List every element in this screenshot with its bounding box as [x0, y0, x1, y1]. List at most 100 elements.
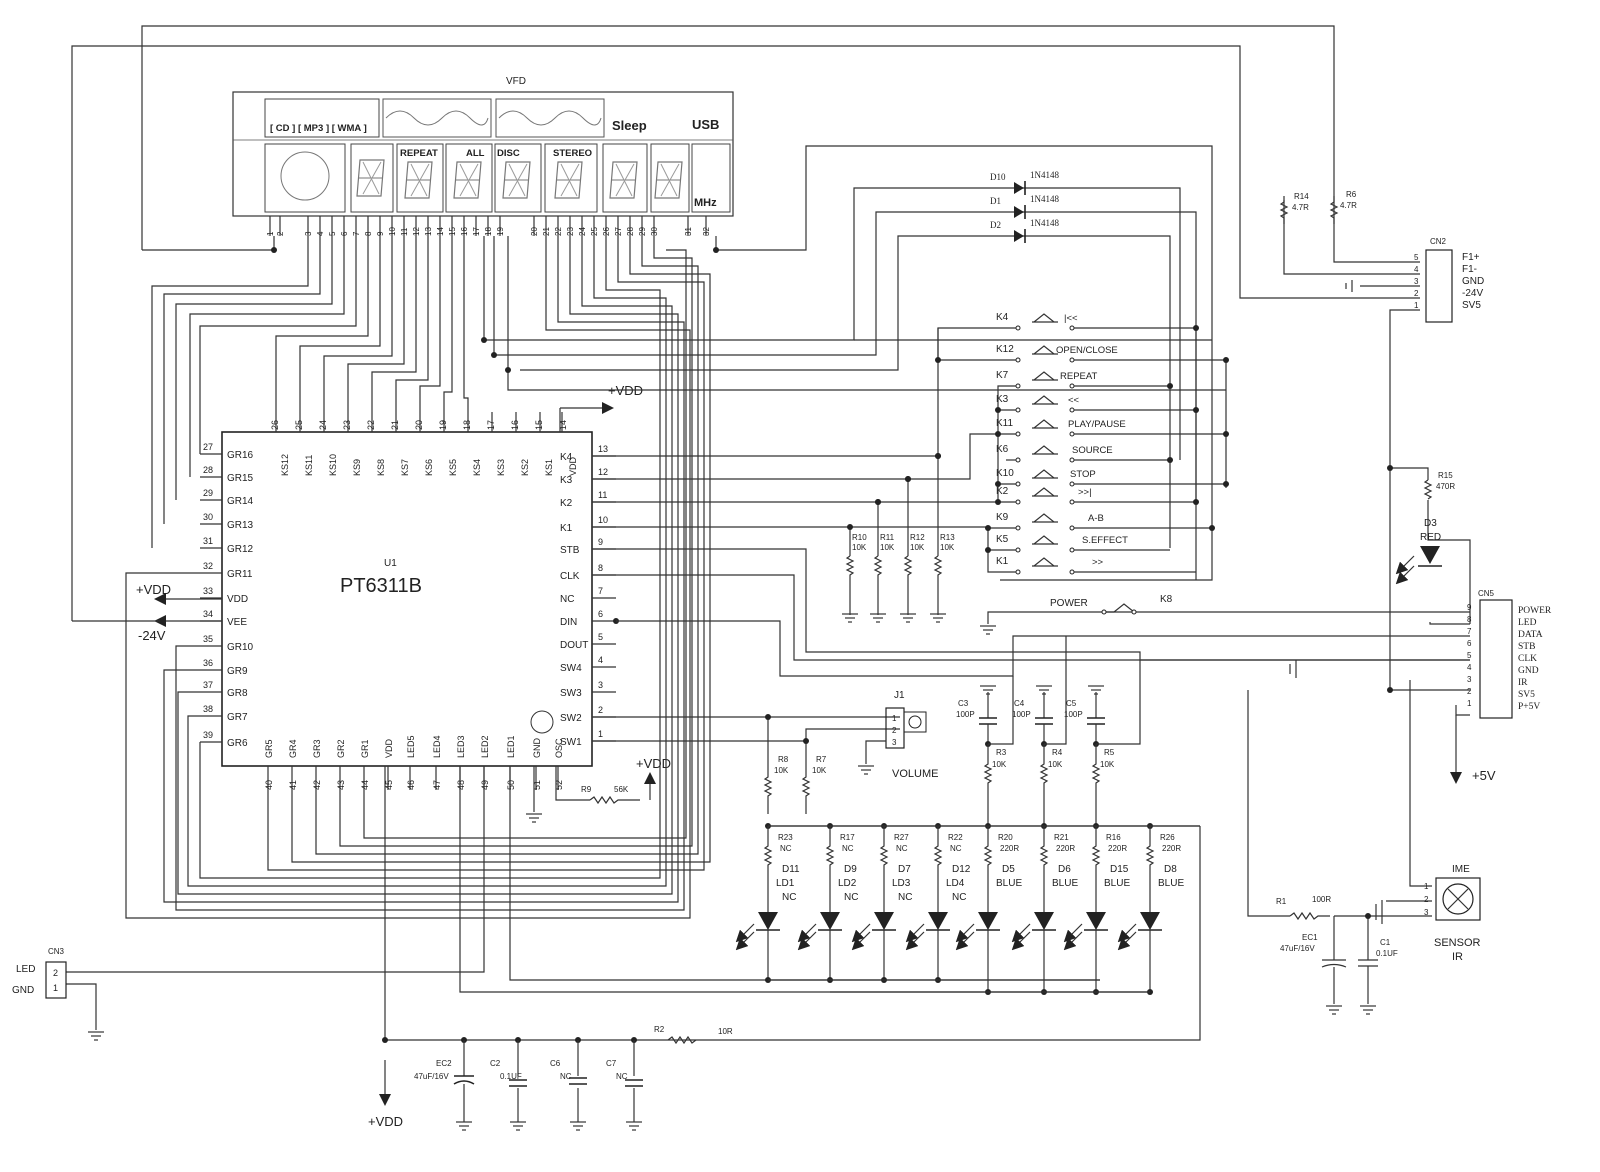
vfd-pin-number: 6	[340, 231, 349, 236]
led-name: BLUE	[1158, 878, 1184, 889]
key-label: SOURCE	[1072, 445, 1113, 456]
vfd-digit-icon	[654, 161, 683, 199]
cn5-pin-number: 5	[1467, 651, 1472, 660]
cap-ref: C6	[550, 1059, 561, 1068]
vfd-pin-number: 1	[266, 231, 275, 236]
vfd-pin-number: 5	[328, 231, 337, 236]
cn5-ref: CN5	[1478, 589, 1495, 598]
r2-resistor: R2 10R	[654, 1025, 733, 1045]
vfd-pin-number: 19	[496, 227, 505, 236]
power-key: POWER K8	[987, 594, 1173, 624]
resistor-value: 220R	[1056, 844, 1075, 853]
cap-c2: C20.1UF	[490, 1037, 527, 1131]
vfd-pin-number: 9	[376, 231, 385, 236]
vfd-pin-number: 7	[352, 231, 361, 236]
ic-pin-number: 42	[312, 780, 322, 790]
ic-pin-name: GR4	[288, 739, 298, 758]
ic-pin-name: DOUT	[560, 640, 588, 651]
ec1-ref: EC1	[1302, 933, 1318, 942]
resistor-ref: R7	[816, 755, 827, 764]
vfd-digit-icon	[453, 161, 482, 199]
ground-icon	[456, 1121, 472, 1131]
led-ref: D8	[1164, 864, 1177, 875]
ground-icon	[570, 1121, 586, 1131]
r14-resistor: R14 4.7R	[1279, 192, 1309, 224]
ic-ref: U1	[384, 558, 397, 569]
vfd-pin-number: 3	[304, 231, 313, 236]
resistor-value: NC	[896, 844, 908, 853]
ic-pin-name: K2	[560, 498, 573, 509]
r2-ref: R2	[654, 1025, 665, 1034]
key-ref: K12	[996, 344, 1014, 355]
vfd-mhz: MHz	[694, 197, 717, 209]
resistor-ref: R16	[1106, 833, 1121, 842]
cn3-connector: CN3 LED GND 2 1	[12, 947, 67, 999]
ic-pin-name: KS12	[280, 454, 290, 476]
resistor-value: 220R	[1000, 844, 1019, 853]
r9-ref: R9	[581, 785, 592, 794]
led-ref: D6	[1058, 864, 1071, 875]
vfd-sleep: Sleep	[612, 118, 647, 133]
ic-pin-number: 32	[203, 561, 213, 571]
cn5-pin-label: POWER	[1518, 606, 1552, 616]
ic-pin-number: 8	[598, 563, 603, 573]
led-ref: D9	[844, 864, 857, 875]
ic-pin-name: GR13	[227, 520, 254, 531]
ic-pin-number: 37	[203, 680, 213, 690]
resistor-ref: R23	[778, 833, 793, 842]
ic-pin-number: 50	[506, 780, 516, 790]
ic-pin-name: VDD	[384, 738, 394, 758]
resistor-value: 10K	[940, 543, 955, 552]
vfd-label-disc: DISC	[497, 148, 520, 159]
cap-value: 100P	[956, 710, 975, 719]
cn5-pin-number: 2	[1467, 687, 1472, 696]
ic-pin-number: 44	[360, 780, 370, 790]
cap-value: 100P	[1012, 710, 1031, 719]
key-ref: K6	[996, 444, 1009, 455]
key-ref: K11	[996, 418, 1013, 429]
cn5-pin-number: 8	[1467, 615, 1472, 624]
ic-pin-name: GR8	[227, 688, 248, 699]
resistor-value: 10K	[1048, 760, 1063, 769]
ic-pin-number: 22	[366, 420, 376, 430]
diode-ref: D2	[990, 220, 1001, 230]
ic-pin-name: GR10	[227, 642, 254, 653]
resistor-ref: R26	[1160, 833, 1175, 842]
ground-icon	[870, 613, 886, 623]
vfd-pin-number: 13	[424, 227, 433, 236]
led-ref: D5	[1002, 864, 1015, 875]
resistor-value: NC	[780, 844, 792, 853]
led-name: BLUE	[1052, 878, 1078, 889]
key-label: |<<	[1064, 313, 1078, 324]
cap-ref: C7	[606, 1059, 617, 1068]
vfd-title: VFD	[506, 76, 526, 87]
cn2-pin-number: 4	[1414, 265, 1419, 274]
vfd-pin-number: 30	[650, 227, 659, 236]
vfd-pin-number: 16	[460, 227, 469, 236]
ground-icon	[510, 1121, 526, 1131]
vfd-grid-bus	[125, 236, 719, 919]
key-label: OPEN/CLOSE	[1056, 345, 1118, 356]
ic-pin-number: 1	[598, 729, 603, 739]
ic-pin-name: KS11	[304, 455, 314, 476]
led-name: LD3	[892, 878, 911, 889]
cn2-pin-number: 3	[1414, 277, 1419, 286]
key-label: A-B	[1088, 513, 1104, 524]
led-name: LD2	[838, 878, 857, 889]
ground-icon	[930, 613, 946, 623]
key-k2: K2>>|	[996, 486, 1092, 505]
ir-sensor: R1 100R 1 2 3 IME SENSOR IR EC1 47uF/16V…	[1276, 864, 1481, 1004]
vfd-pin-number: 25	[590, 227, 599, 236]
